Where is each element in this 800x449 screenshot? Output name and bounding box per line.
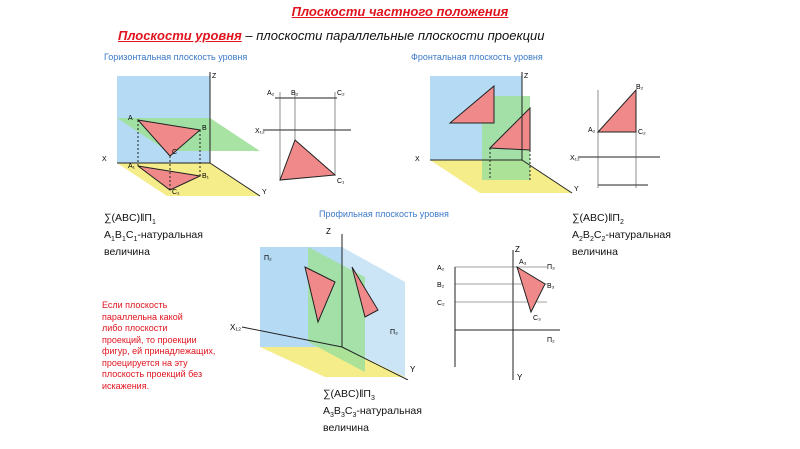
subtitle-rest: – плоскости параллельные плоскости проек…: [241, 28, 545, 43]
label-c2: C₂: [337, 90, 345, 97]
label-b2: B₂: [291, 90, 299, 97]
label-c3-profile: C₃: [533, 315, 541, 322]
label-z-epure: Z: [515, 245, 520, 254]
label-x12-frontal: X₁₂: [570, 155, 580, 162]
caption-horizontal: ∑(ABC)ǁП1 A1B1C1-натуральная величина: [104, 212, 203, 259]
section-frontal-title: Фронтальная плоскость уровня: [411, 52, 543, 62]
label-a3-profile: A₃: [519, 259, 527, 266]
label-x: X: [102, 156, 107, 163]
label-b2-profile: B₂: [437, 282, 445, 289]
label-y-profile: Y: [410, 365, 416, 374]
section-horizontal-title: Горизонтальная плоскость уровня: [104, 52, 248, 62]
label-z-frontal: Z: [524, 73, 529, 80]
label-c2-profile: C₂: [437, 300, 445, 307]
label-c1: C₁: [172, 189, 180, 196]
label-y-frontal: Y: [574, 186, 579, 193]
label-a1: A₁: [128, 163, 136, 170]
horizontal-epure-diagram: A₂ B₂ C₂ X₁₂ C₁: [255, 90, 351, 185]
label-y-epure: Y: [517, 373, 523, 382]
label-b1: B₁: [202, 173, 210, 180]
label-p3-profile: П₃: [390, 329, 398, 336]
label-a: A: [128, 115, 133, 122]
label-p2-epure: П₂: [547, 337, 555, 344]
label-z: Z: [212, 73, 217, 80]
label-a2-frontal: A₂: [588, 127, 596, 134]
label-y: Y: [262, 189, 267, 196]
horizontal-3d-diagram: X Z Y A B C A₁ B₁ C₁: [102, 72, 267, 197]
caption-profile: ∑(ABC)ǁП3 A3B3C3-натуральная величина: [323, 388, 422, 435]
label-c: C: [172, 149, 177, 156]
subtitle-term: Плоскости уровня: [118, 28, 242, 43]
page-title: Плоскости частного положения: [291, 4, 509, 19]
label-c2-frontal: C₂: [638, 129, 646, 136]
frontal-3d-diagram: X Z Y: [415, 72, 579, 194]
label-x-frontal: X: [415, 156, 420, 163]
label-c1-epure: C₁: [337, 178, 345, 185]
label-p2-profile: П₂: [264, 255, 272, 262]
page-subtitle: Плоскости уровня – плоскости параллельны…: [118, 28, 545, 43]
label-p3-epure: П₃: [547, 264, 555, 271]
label-a2-profile: A₂: [437, 265, 445, 272]
note-text: Если плоскость параллельна какой либо пл…: [102, 300, 216, 391]
section-profile-title: Профильная плоскость уровня: [319, 209, 449, 219]
caption-frontal: ∑(ABC)ǁП2 A2B2C2-натуральная величина: [572, 212, 671, 259]
label-b3-profile: B₃: [547, 283, 555, 290]
profile-epure-diagram: Z Y П₃ П₂ A₂ B₂ C₂ A₃ B₃ C₃: [437, 245, 560, 382]
label-x-profile: X₁₂: [230, 323, 241, 332]
label-a2: A₂: [267, 90, 275, 97]
label-b2-frontal: B₂: [636, 84, 644, 91]
label-x12: X₁₂: [255, 128, 265, 135]
label-z-profile: Z: [326, 227, 331, 236]
profile-3d-diagram: Z X₁₂ Y П₂ П₃: [230, 227, 416, 380]
label-b: B: [202, 125, 207, 132]
frontal-epure-diagram: B₂ A₂ C₂ X₁₂: [570, 84, 660, 188]
